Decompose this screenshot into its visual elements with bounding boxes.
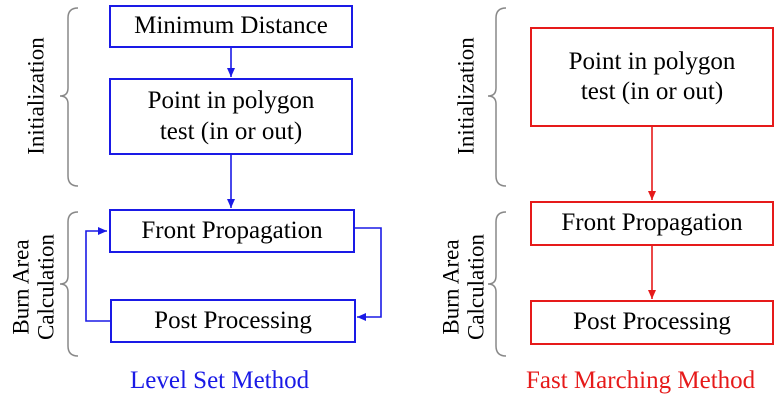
- bracket-initialization-right: [487, 7, 507, 187]
- bracket-initialization-left: [59, 7, 79, 187]
- phase-label-burn-area-left: Burn Area Calculation: [8, 233, 59, 341]
- arrow-front-to-post-loop: [354, 227, 382, 321]
- phase-label-initialization-right: Initialization: [453, 37, 479, 155]
- box-front-propagation-left: Front Propagation: [109, 209, 355, 253]
- bracket-burn-area-right: [487, 211, 507, 357]
- box-post-processing-left: Post Processing: [110, 299, 356, 343]
- phase-label-initialization-left: Initialization: [23, 37, 49, 155]
- caption-fast-marching-method: Fast Marching Method: [526, 367, 756, 394]
- box-point-in-polygon-left: Point in polygon test (in or out): [109, 78, 353, 155]
- box-front-propagation-right: Front Propagation: [530, 201, 774, 246]
- caption-level-set-method: Level Set Method: [130, 367, 310, 394]
- box-point-in-polygon-right: Point in polygon test (in or out): [530, 27, 774, 127]
- box-post-processing-right: Post Processing: [530, 300, 774, 345]
- bracket-burn-area-left: [59, 211, 79, 357]
- box-minimum-distance: Minimum Distance: [109, 5, 353, 48]
- phase-label-burn-area-right: Burn Area Calculation: [438, 233, 489, 341]
- arrow-post-to-front-loop: [85, 227, 110, 322]
